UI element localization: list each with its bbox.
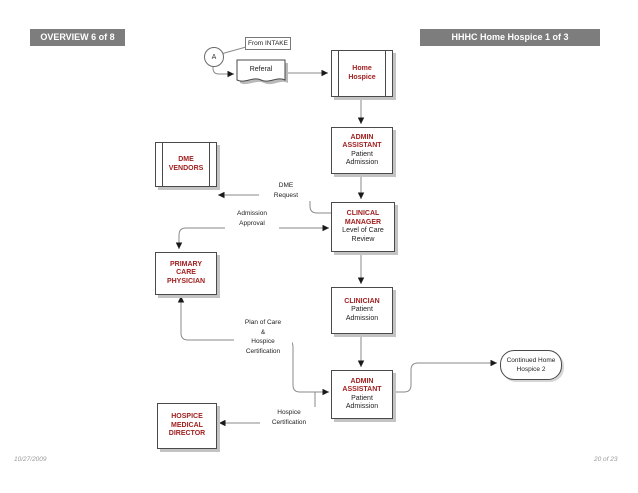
off-page-connector-a-label: A [211,53,217,61]
referral-document-shape [236,59,288,85]
node-admin-assistant-1-title: ADMIN ASSISTANT [342,133,382,150]
edge-label-admission-approval: Admission Approval [225,208,279,229]
off-page-connector-a: A [204,47,224,67]
node-admin-assistant-1: ADMIN ASSISTANT Patient Admission [331,127,393,174]
footer-date: 10/27/2009 [14,456,47,463]
referral-document-label: Referal [249,66,273,73]
node-dme-vendors: DME VENDORS [155,142,217,187]
edge-admission-approval [175,227,326,249]
node-admin-assistant-1-subtitle: Patient Admission [345,150,379,167]
node-primary-care-physician: PRIMARY CARE PHYSICIAN [155,252,217,295]
node-home-hospice-title: Home Hospice [348,65,376,81]
header-title: HHHC Home Hospice 1 of 3 [420,29,600,46]
node-admin-assistant-2-title: ADMIN ASSISTANT [342,377,382,394]
node-home-hospice: Home Hospice [331,50,393,97]
node-clinician-subtitle: Patient Admission [345,306,379,322]
edge-label-hospice-certification: Hospice Certification [260,407,318,428]
edge-label-dme-request: DME Request [259,180,313,201]
node-clinical-manager: CLINICAL MANAGER Level of Care Review [331,202,395,252]
from-intake-label: From INTAKE [245,37,291,50]
node-dme-vendors-title: DME VENDORS [168,156,204,172]
edge-ref-a-to-referral [212,65,234,78]
footer-page-number: 20 of 23 [594,456,618,463]
node-hospice-medical-director: HOSPICE MEDICAL DIRECTOR [157,403,217,449]
node-clinician-title: CLINICIAN [344,297,380,305]
edge-admin2-to-continued [392,359,497,393]
node-admin-assistant-2-subtitle: Patient Admission [345,394,379,411]
edge-label-plan-of-care: Plan of Care & Hospice Certification [234,317,292,357]
node-hospice-medical-director-title: HOSPICE MEDICAL DIRECTOR [168,413,206,438]
node-primary-care-physician-title: PRIMARY CARE PHYSICIAN [166,260,206,285]
node-clinician: CLINICIAN Patient Admission [331,287,393,334]
node-admin-assistant-2: ADMIN ASSISTANT Patient Admission [331,370,393,419]
header-overview: OVERVIEW 6 of 8 [30,29,125,46]
terminator-continued-home-hospice-2: Continued Home Hospice 2 [500,350,562,380]
node-clinical-manager-title: CLINICAL MANAGER [344,210,382,226]
node-clinical-manager-subtitle: Level of Care Review [342,227,384,243]
edge-intake-to-ref-a [220,46,247,55]
